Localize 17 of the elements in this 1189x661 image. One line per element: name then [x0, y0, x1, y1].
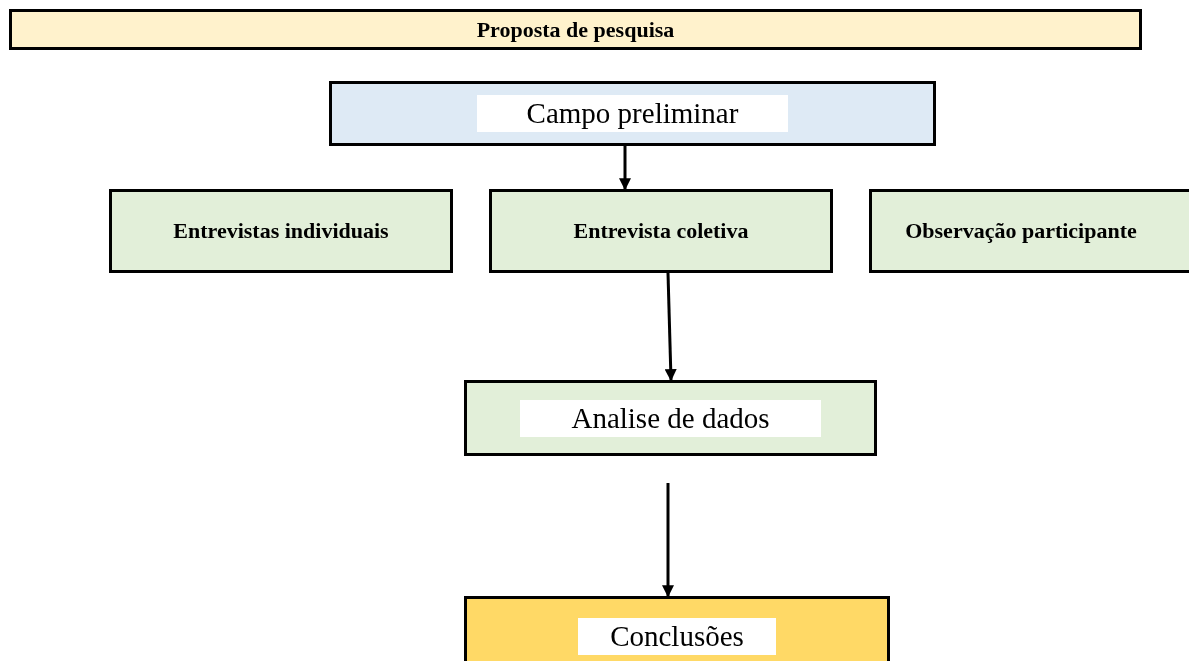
arrow — [662, 483, 674, 598]
arrow — [619, 146, 631, 191]
process-box — [489, 189, 833, 273]
arrow — [664, 272, 677, 382]
process-box — [464, 596, 890, 661]
process-box — [869, 189, 1189, 273]
box-label: Conclusões — [578, 617, 776, 655]
process-box — [329, 81, 936, 146]
process-box — [464, 380, 877, 456]
box-label: Entrevista coletiva — [573, 218, 749, 244]
box-label: Campo preliminar — [477, 95, 788, 132]
process-box — [109, 189, 453, 273]
box-label: Entrevistas individuais — [173, 218, 389, 244]
box-label: Observação participante — [905, 218, 1137, 244]
box-label: Proposta de pesquisa — [476, 16, 675, 43]
box-label: Analise de dados — [520, 399, 821, 437]
title-bar — [9, 9, 1142, 50]
